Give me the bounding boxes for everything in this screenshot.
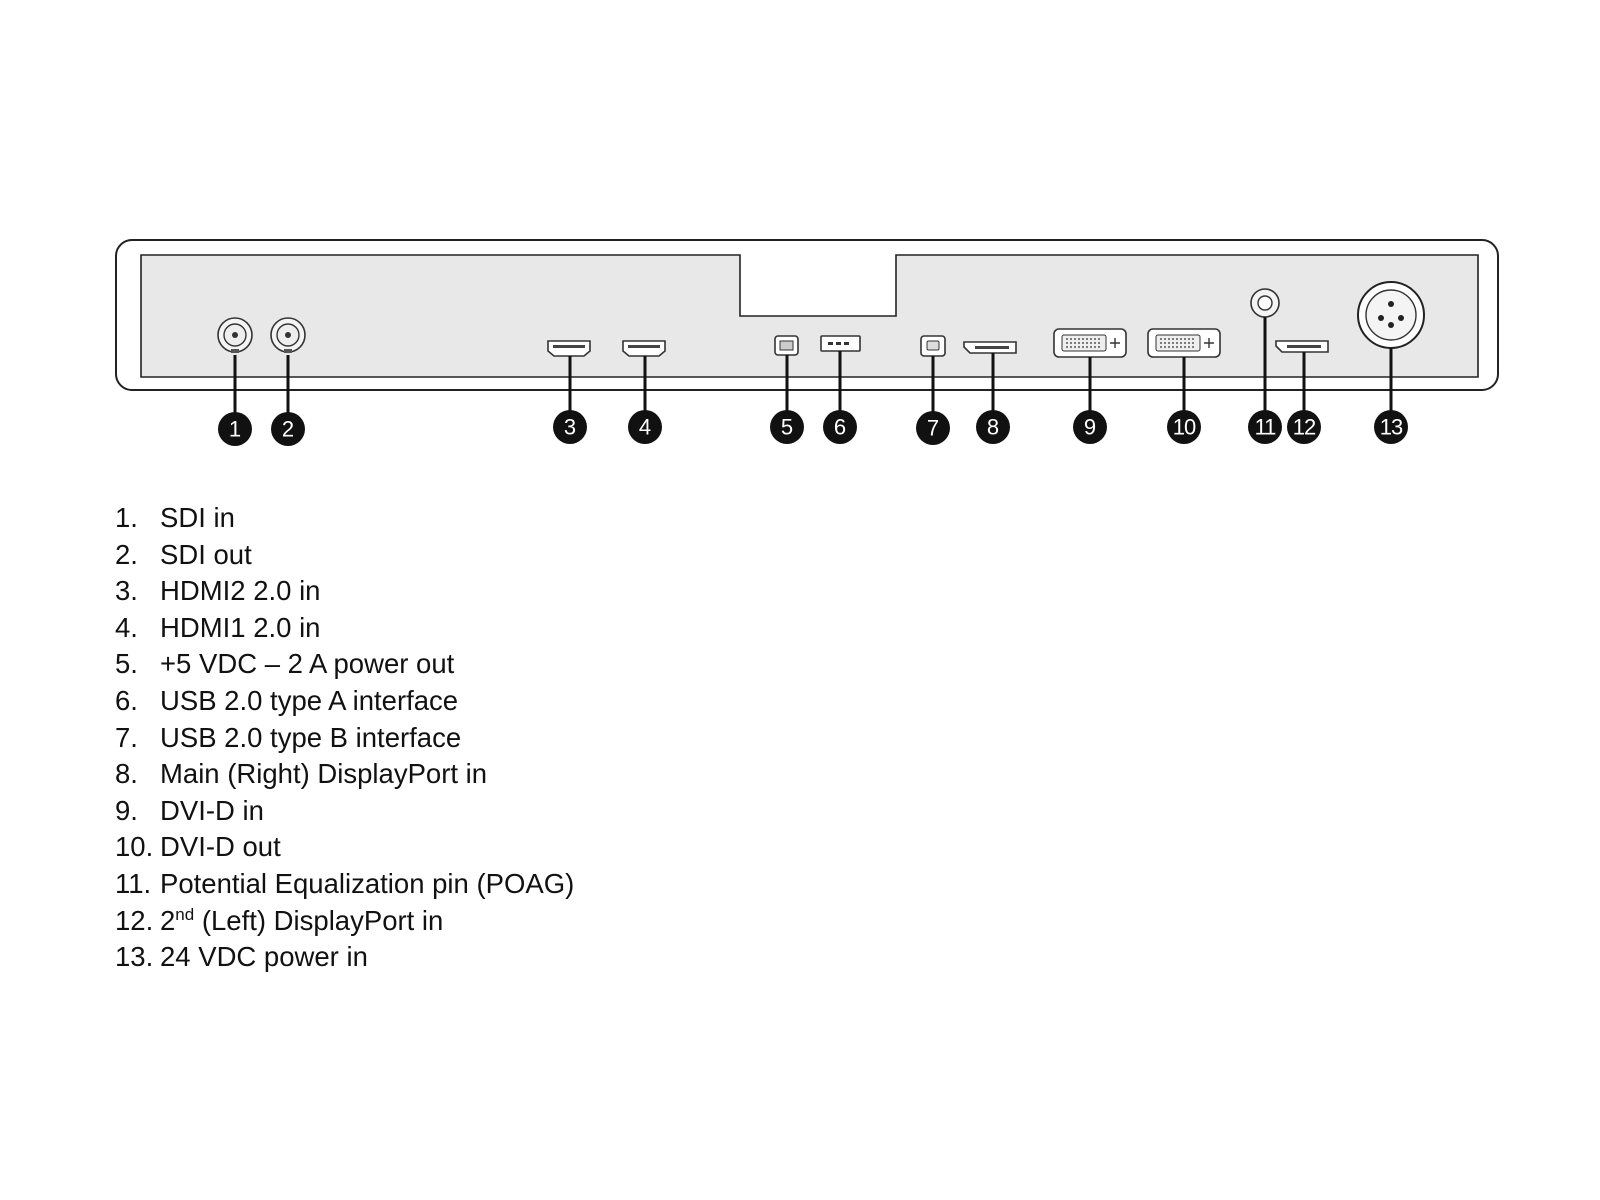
legend-text: SDI in	[160, 502, 235, 533]
svg-text:5: 5	[781, 415, 793, 440]
hdmi1-connector-icon	[622, 340, 666, 357]
legend-number: 1.	[115, 502, 138, 533]
callout-12: 12	[1287, 410, 1321, 444]
legend-text: +5 VDC – 2 A power out	[160, 648, 455, 680]
legend-text: 2nd (Left) DisplayPort in	[160, 903, 443, 940]
panel-face	[140, 254, 1479, 378]
usb-b-connector-icon	[920, 335, 946, 357]
dvi-d-in-connector-icon	[1053, 328, 1127, 358]
legend-item: 2. SDI out	[115, 537, 1015, 574]
sdi-in-connector-icon	[217, 317, 253, 353]
callout-7: 7	[916, 411, 950, 445]
callout-1: 1	[218, 412, 252, 446]
legend-text: DVI-D in	[160, 794, 264, 826]
legend-number: 9.	[115, 794, 138, 826]
svg-text:12: 12	[1293, 415, 1316, 440]
dvi-d-out-connector-icon	[1147, 328, 1221, 358]
legend-item: 11.Potential Equalization pin (POAG)	[115, 866, 1015, 903]
legend-item: 10.DVI-D out	[115, 829, 1015, 866]
legend-item: 13.24 VDC power in	[115, 939, 1015, 976]
legend-item: 7. USB 2.0 type B interface	[115, 720, 1015, 757]
legend-text: DVI-D out	[160, 831, 281, 863]
legend-item: 1. SDI in	[115, 500, 1015, 537]
legend-number: 12.	[115, 904, 154, 936]
legend-number: 13.	[115, 941, 154, 973]
legend-item: 12.2nd (Left) DisplayPort in	[115, 903, 1015, 940]
hdmi2-connector-icon	[547, 340, 591, 357]
callout-5: 5	[770, 410, 804, 444]
power-in-connector-icon	[1357, 281, 1425, 349]
leader-lines	[233, 317, 1393, 413]
legend-number: 7.	[115, 721, 138, 753]
legend-number: 4.	[115, 611, 138, 643]
power-out-connector-icon	[774, 335, 799, 356]
callout-13: 13	[1374, 410, 1408, 444]
svg-text:8: 8	[987, 415, 999, 440]
callout-6: 6	[823, 410, 857, 444]
callout-4: 4	[628, 410, 662, 444]
svg-text:1: 1	[229, 417, 241, 442]
svg-text:13: 13	[1380, 415, 1403, 440]
legend-item: 3. HDMI2 2.0 in	[115, 573, 1015, 610]
legend-text: SDI out	[160, 538, 252, 570]
legend-item: 5. +5 VDC – 2 A power out	[115, 646, 1015, 683]
sdi-out-connector-icon	[270, 317, 306, 353]
legend-text-sup: nd	[175, 904, 195, 924]
legend-number: 2.	[115, 538, 138, 570]
legend-number: 6.	[115, 684, 138, 716]
legend-text-post: (Left) DisplayPort in	[194, 904, 444, 936]
svg-text:6: 6	[834, 415, 846, 440]
legend-number: 5.	[115, 648, 138, 680]
callout-8: 8	[976, 410, 1010, 444]
svg-text:11: 11	[1255, 415, 1277, 440]
displayport-main-connector-icon	[963, 341, 1017, 354]
svg-text:3: 3	[564, 415, 576, 440]
svg-text:10: 10	[1173, 415, 1196, 440]
svg-text:2: 2	[282, 417, 294, 442]
connector-panel-diagram: 1 2 3 4 5 6 7 8 9 10 11 12	[115, 239, 1499, 446]
callout-11: 11	[1248, 410, 1282, 444]
legend-item: 4. HDMI1 2.0 in	[115, 610, 1015, 647]
callout-10: 10	[1167, 410, 1201, 444]
callout-2: 2	[271, 412, 305, 446]
legend-text: 24 VDC power in	[160, 941, 368, 973]
legend-number: 10.	[115, 831, 154, 863]
connector-legend-list: 1. SDI in 2. SDI out 3. HDMI2 2.0 in 4. HDMI…	[115, 500, 1015, 976]
legend-text: HDMI1 2.0 in	[160, 611, 321, 643]
svg-text:9: 9	[1084, 415, 1096, 440]
legend-item: 9. DVI-D in	[115, 793, 1015, 830]
legend-text: Potential Equalization pin (POAG)	[160, 867, 575, 899]
displayport-left-connector-icon	[1275, 340, 1329, 353]
svg-text:4: 4	[639, 415, 651, 440]
legend-number: 11.	[115, 867, 152, 899]
legend-item: 6. USB 2.0 type A interface	[115, 683, 1015, 720]
callout-3: 3	[553, 410, 587, 444]
callout-9: 9	[1073, 410, 1107, 444]
legend-number: 3.	[115, 575, 138, 607]
legend-item: 8. Main (Right) DisplayPort in	[115, 756, 1015, 793]
legend-text-pre: 2	[160, 904, 176, 936]
legend-text: USB 2.0 type A interface	[160, 684, 459, 716]
legend-text: USB 2.0 type B interface	[160, 721, 462, 753]
usb-a-connector-icon	[820, 335, 861, 352]
legend-number: 8.	[115, 758, 138, 790]
legend-text: Main (Right) DisplayPort in	[160, 758, 488, 790]
svg-text:7: 7	[927, 416, 939, 441]
poag-pin-icon	[1250, 288, 1280, 318]
legend-text: HDMI2 2.0 in	[160, 575, 321, 607]
